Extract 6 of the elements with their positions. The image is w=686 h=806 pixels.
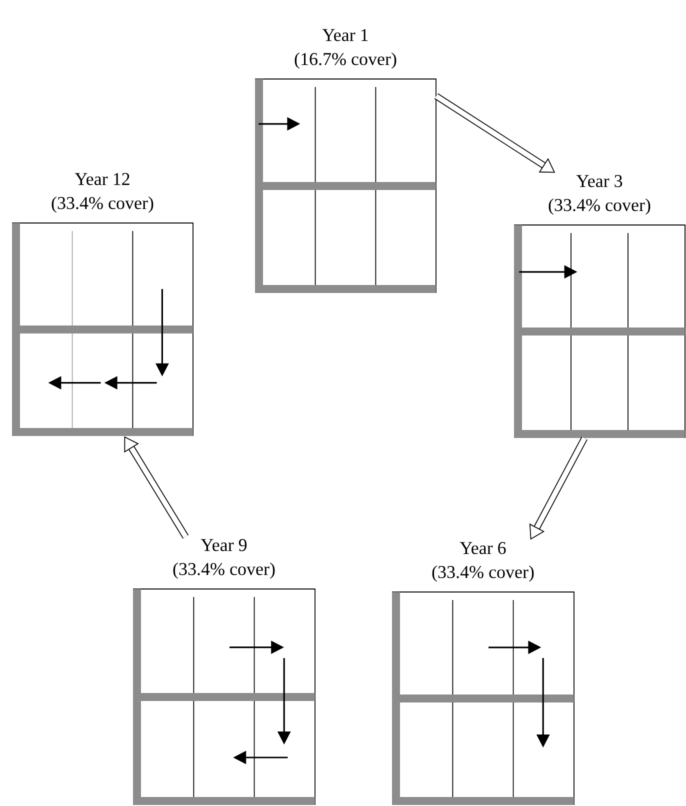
- panel-title: Year 6 (33.4% cover): [432, 542, 534, 582]
- panel-title: Year 9 (33.4% cover): [173, 539, 275, 579]
- panel-title: Year 12 (33.4% cover): [52, 173, 154, 213]
- hollow-arrow: [124, 436, 189, 539]
- panel-title: Year 3 (33.4% cover): [548, 175, 650, 215]
- panel-title: Year 1 (16.7% cover): [294, 29, 396, 69]
